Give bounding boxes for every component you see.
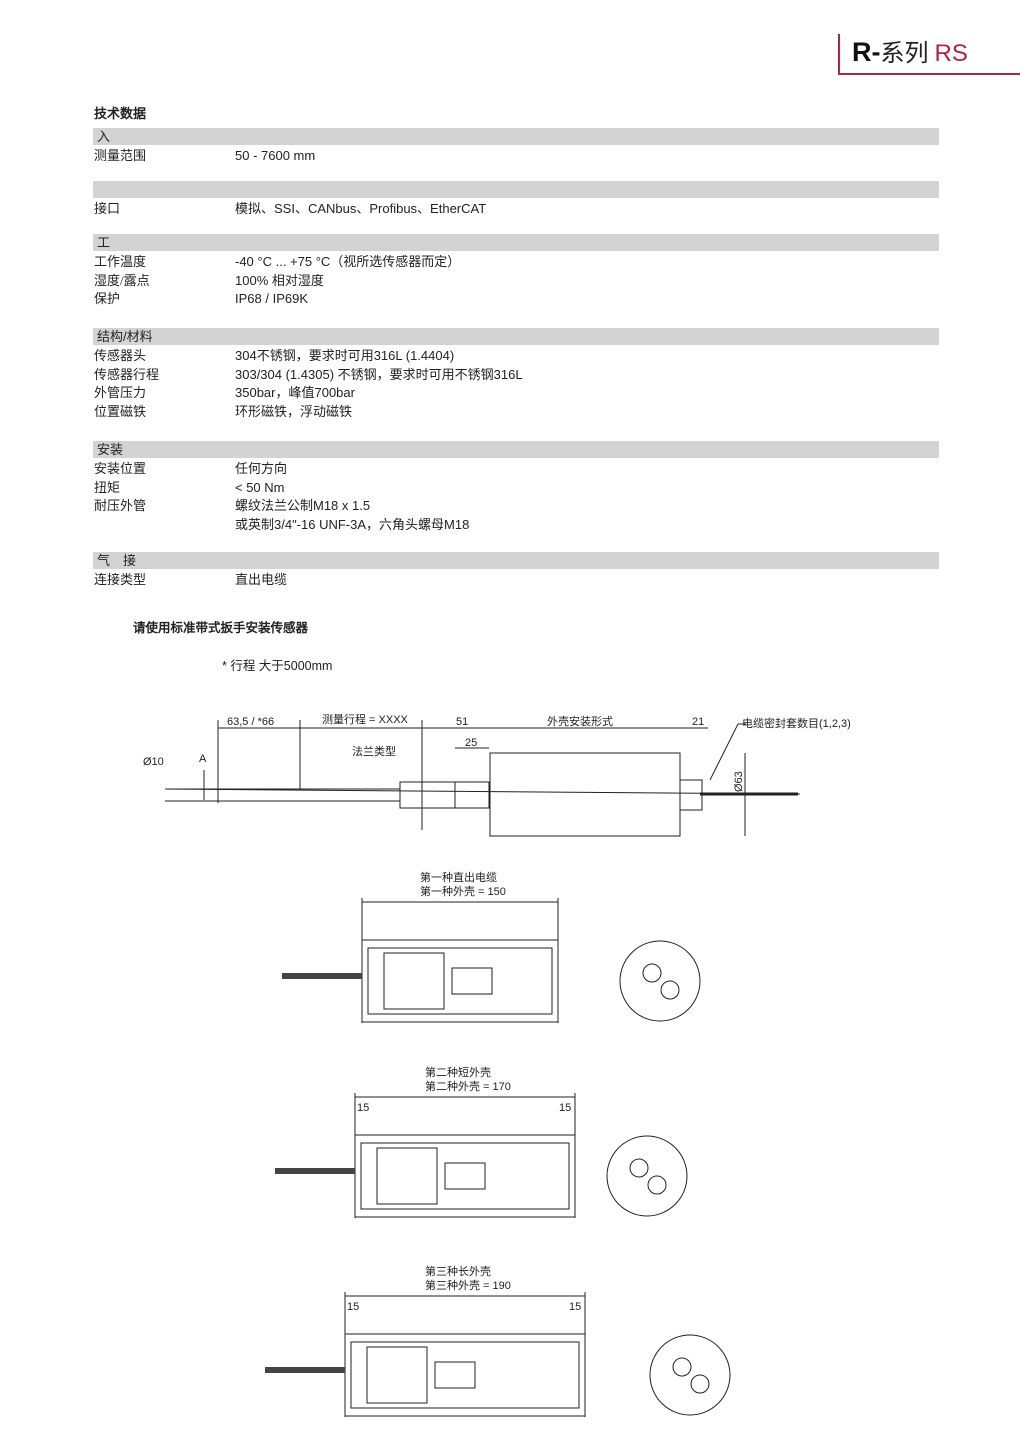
spec-value: 350bar，峰值700bar bbox=[235, 385, 355, 400]
spec-label: 传感器头 bbox=[94, 348, 147, 363]
spec-value: 304不锈钢，要求时可用316L (1.4404) bbox=[235, 348, 455, 363]
spec-label: 扭矩 bbox=[94, 479, 121, 495]
spec-value: 或英制3/4"-16 UNF-3A，六角头螺母M18 bbox=[235, 516, 470, 532]
spec-row: 外管压力 350bar，峰值700bar bbox=[94, 384, 355, 402]
spec-value: 100% 相对湿度 bbox=[235, 272, 324, 288]
spec-row: 耐压外管 螺纹法兰公制M18 x 1.5 bbox=[94, 497, 370, 515]
stroke-note: * 行程 大于5000mm bbox=[222, 659, 333, 673]
right-dim: 15 bbox=[569, 1301, 581, 1313]
spec-row: 位置磁铁 环形磁铁，浮动磁铁 bbox=[94, 403, 352, 421]
spec-label: 外管压力 bbox=[94, 385, 147, 400]
variant-title: 第三种长外壳 bbox=[425, 1264, 491, 1278]
spec-label: 湿度/露点 bbox=[94, 272, 150, 288]
spec-label: 测量范围 bbox=[94, 148, 147, 163]
section-heading: 入 bbox=[93, 128, 939, 145]
spec-label: 耐压外管 bbox=[94, 498, 147, 513]
series-prefix: R- bbox=[852, 37, 881, 67]
section-heading: 安装 bbox=[93, 441, 939, 458]
dim-51: 51 bbox=[456, 716, 468, 728]
spec-value: 50 - 7600 mm bbox=[235, 148, 316, 163]
left-dim: 15 bbox=[357, 1102, 369, 1114]
spec-row: 传感器头 304不锈钢，要求时可用316L (1.4404) bbox=[94, 347, 454, 365]
spec-row: 安装位置 任何方向 bbox=[94, 460, 287, 478]
spec-value: 环形磁铁，浮动磁铁 bbox=[235, 403, 353, 419]
dim-25: 25 bbox=[465, 737, 477, 749]
spec-value: 任何方向 bbox=[235, 461, 288, 476]
spec-row: 湿度/露点 100% 相对湿度 bbox=[94, 272, 324, 290]
flange-label: 法兰类型 bbox=[352, 744, 396, 758]
spec-row: 保护 IP68 / IP69K bbox=[94, 290, 308, 308]
housing-label: 外壳安装形式 bbox=[547, 714, 613, 728]
variant-size: 第三种外壳 = 190 bbox=[425, 1278, 511, 1292]
spec-row: 接口 模拟、SSI、CANbus、Profibus、EtherCAT bbox=[94, 200, 486, 218]
spec-label: 安装位置 bbox=[94, 461, 147, 476]
spec-label: 传感器行程 bbox=[94, 366, 160, 382]
spec-value: IP68 / IP69K bbox=[235, 291, 308, 306]
spec-label: 接口 bbox=[94, 201, 121, 216]
spec-row: 连接类型 直出电缆 bbox=[94, 571, 287, 589]
d63-label: Ø63 bbox=[733, 771, 745, 792]
spec-label: 连接类型 bbox=[94, 572, 147, 587]
right-dim: 15 bbox=[559, 1102, 571, 1114]
variant-title: 第一种直出电缆 bbox=[420, 870, 497, 884]
spec-label: 保护 bbox=[94, 291, 121, 306]
install-note: 请使用标准带式扳手安装传感器 bbox=[133, 621, 309, 635]
gland-label: 电缆密封套数目(1,2,3) bbox=[742, 716, 851, 730]
spec-value: 直出电缆 bbox=[235, 572, 288, 587]
spec-row: 传感器行程 303/304 (1.4305) 不锈钢，要求时可用不锈钢316L bbox=[94, 366, 523, 384]
section-title: 技术数据 bbox=[94, 106, 147, 121]
dimension-drawing: Ø10 A 63,5 / *66 测量行程 = XXXX 51 25 法兰类型 … bbox=[143, 713, 851, 837]
spec-row: 扭矩 < 50 Nm bbox=[94, 479, 285, 497]
spec-value: -40 °C ... +75 °C（视所选传感器而定） bbox=[235, 254, 461, 269]
head-dim: 63,5 / *66 bbox=[227, 716, 274, 728]
spec-row: 工作温度 -40 °C ... +75 °C（视所选传感器而定） bbox=[94, 253, 460, 271]
spec-value: 模拟、SSI、CANbus、Profibus、EtherCAT bbox=[235, 201, 487, 216]
spec-value: < 50 Nm bbox=[235, 479, 285, 495]
spec-row: 测量范围 50 - 7600 mm bbox=[94, 147, 315, 165]
variant-size: 第一种外壳 = 150 bbox=[420, 884, 506, 898]
left-dim: 15 bbox=[347, 1301, 359, 1313]
section-heading: 气 接 bbox=[93, 552, 939, 569]
series-code: RS bbox=[934, 40, 968, 67]
section-heading: 工 bbox=[93, 234, 939, 251]
header-rule bbox=[838, 73, 1020, 75]
section-heading: 结构/材料 bbox=[93, 328, 939, 345]
stroke-dim: 测量行程 = XXXX bbox=[322, 713, 409, 726]
series-word: 系列 bbox=[880, 40, 929, 67]
variant-title: 第二种短外壳 bbox=[425, 1065, 491, 1079]
d10-label: Ø10 bbox=[143, 756, 164, 768]
dim-21: 21 bbox=[692, 716, 704, 728]
spec-value: 螺纹法兰公制M18 x 1.5 bbox=[235, 498, 371, 513]
spec-row: 或英制3/4"-16 UNF-3A，六角头螺母M18 bbox=[94, 516, 469, 534]
a-label: A bbox=[199, 753, 207, 765]
variant-size: 第二种外壳 = 170 bbox=[425, 1079, 511, 1093]
spec-label: 位置磁铁 bbox=[94, 403, 147, 419]
spec-label: 工作温度 bbox=[94, 254, 147, 269]
spec-value: 303/304 (1.4305) 不锈钢，要求时可用不锈钢316L bbox=[235, 366, 523, 382]
section-heading bbox=[93, 181, 939, 198]
